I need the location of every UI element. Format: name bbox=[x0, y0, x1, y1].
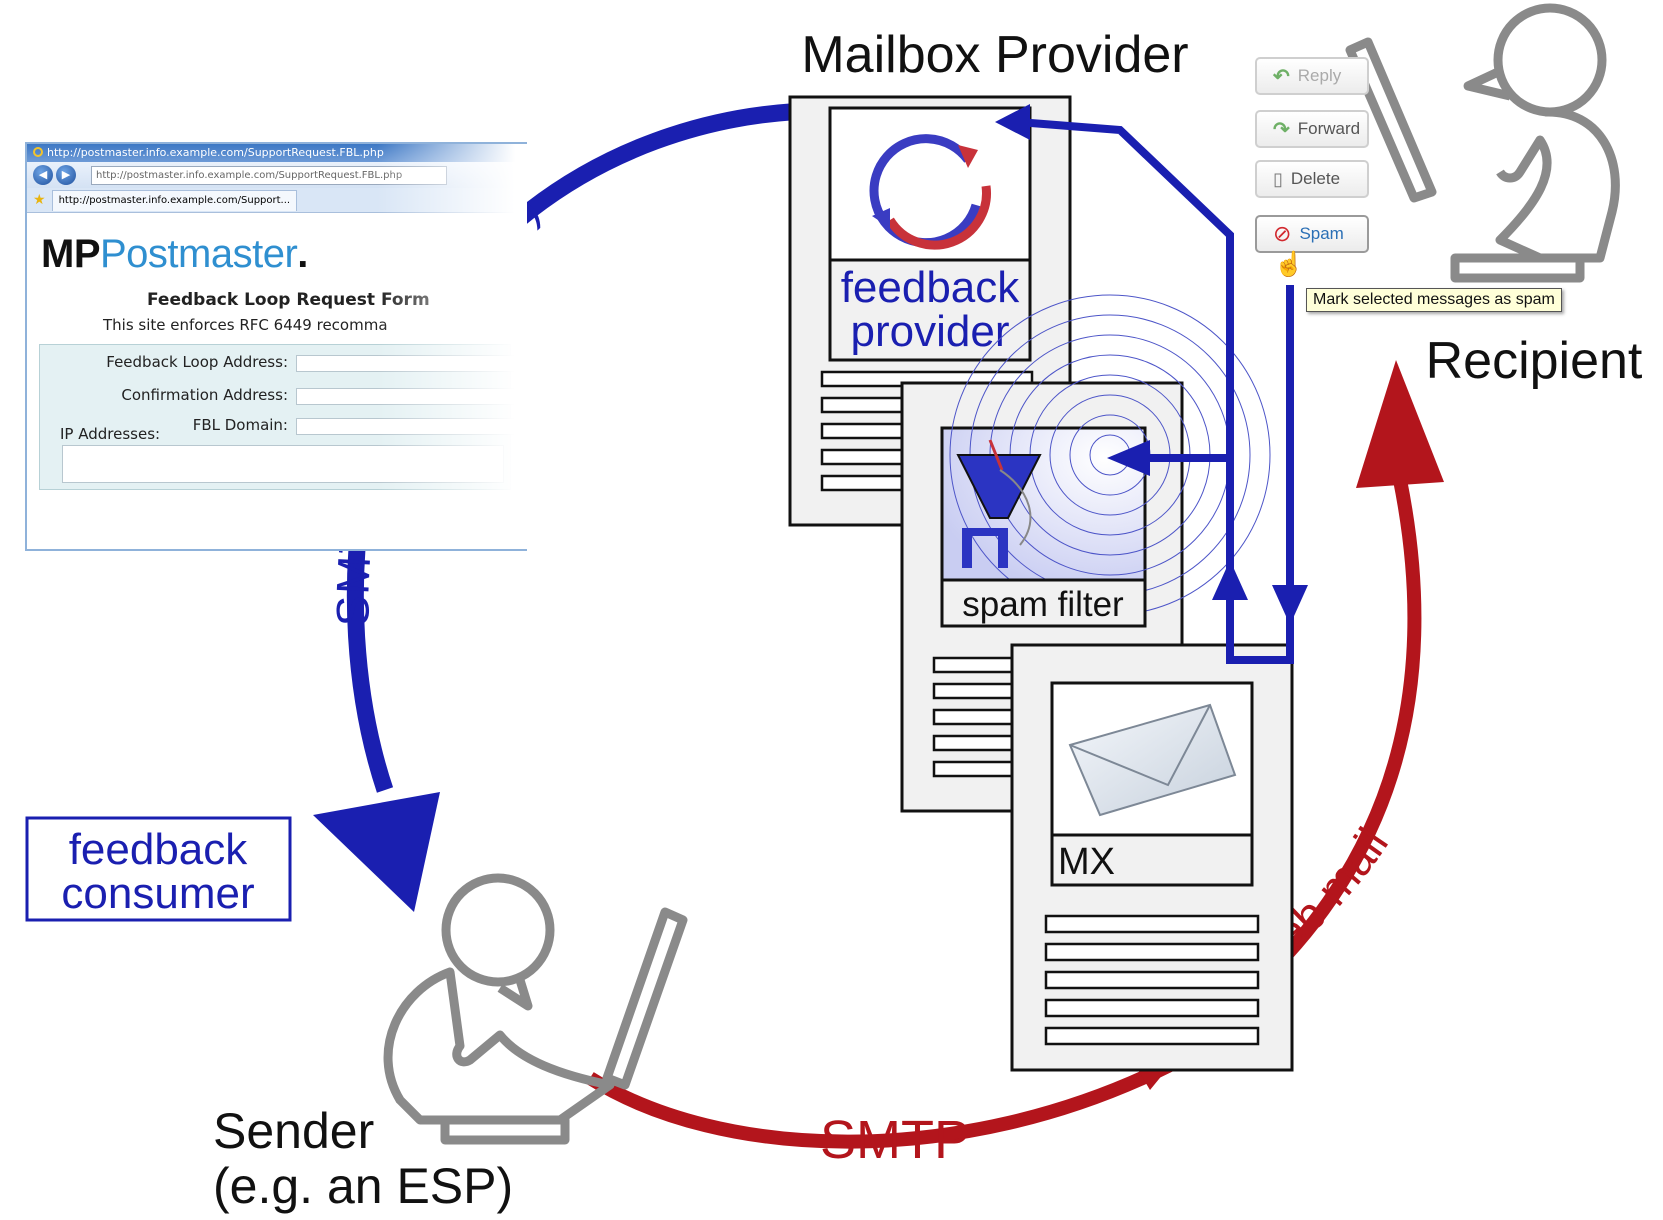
mx-server: MX bbox=[1010, 643, 1294, 1072]
confirmation-address-label: Confirmation Address: bbox=[121, 386, 288, 404]
flow-arrowhead-spamfilter bbox=[1107, 440, 1150, 476]
flow-arrowhead-down bbox=[1272, 585, 1308, 625]
recipient-figure bbox=[1345, 3, 1620, 283]
feedback-loop-address-label: Feedback Loop Address: bbox=[106, 353, 288, 371]
reply-button[interactable]: ↶ Reply bbox=[1255, 57, 1369, 95]
hand-cursor-icon: ☝ bbox=[1274, 251, 1304, 278]
feedback-provider-label-2: provider bbox=[851, 307, 1010, 356]
url-field[interactable]: http://postmaster.info.example.com/Suppo… bbox=[91, 165, 447, 185]
form-title: Feedback Loop Request Form bbox=[147, 290, 430, 310]
forward-button[interactable]: ↷ Forward bbox=[1255, 110, 1369, 148]
form-panel: Feedback Loop Address: Confirmation Addr… bbox=[39, 344, 518, 490]
spam-button[interactable]: ⊘ Spam bbox=[1255, 215, 1369, 253]
sender-label-1: Sender bbox=[213, 1103, 374, 1159]
delete-button[interactable]: ▯ Delete bbox=[1255, 160, 1369, 198]
feedback-loop-address-input[interactable] bbox=[296, 355, 518, 372]
feedback-loop-icon bbox=[869, 134, 991, 250]
feedback-provider-label-1: feedback bbox=[841, 263, 1021, 312]
sender-label-2: (e.g. an ESP) bbox=[213, 1158, 513, 1214]
internal-flow-arrows bbox=[1017, 118, 1294, 664]
flow-arrowhead-up bbox=[1212, 560, 1248, 600]
reply-arrow-icon: ↶ bbox=[1273, 65, 1290, 88]
reply-label: Reply bbox=[1297, 66, 1342, 85]
prohibited-icon: ⊘ bbox=[1273, 221, 1292, 246]
back-arrow-icon[interactable]: ◀ bbox=[33, 165, 53, 185]
fbl-domain-input[interactable] bbox=[296, 418, 518, 435]
browser-icon bbox=[33, 147, 43, 157]
browser-tab-bar: ★ http://postmaster.info.example.com/Sup… bbox=[27, 188, 527, 213]
ip-addresses-input[interactable] bbox=[62, 445, 504, 483]
forward-arrow-icon: ↷ bbox=[1273, 118, 1290, 141]
forward-arrow-icon[interactable]: ▶ bbox=[56, 165, 76, 185]
favorites-star-icon[interactable]: ★ bbox=[33, 192, 46, 208]
trash-icon: ▯ bbox=[1273, 168, 1283, 189]
arf-arrowhead bbox=[313, 792, 440, 912]
webmail-arrowhead bbox=[1356, 360, 1444, 488]
flow-arrowhead-feedback bbox=[995, 104, 1030, 140]
browser-title-text: http://postmaster.info.example.com/Suppo… bbox=[47, 146, 384, 159]
spam-tooltip: Mark selected messages as spam bbox=[1306, 288, 1562, 312]
spam-label: Spam bbox=[1299, 224, 1344, 243]
confirmation-address-input[interactable] bbox=[296, 388, 518, 405]
recipient-label: Recipient bbox=[1426, 332, 1643, 390]
browser-title-bar: http://postmaster.info.example.com/Suppo… bbox=[27, 144, 527, 162]
mppostmaster-logo: MPPostmaster. bbox=[41, 232, 308, 276]
delete-label: Delete bbox=[1290, 169, 1341, 188]
ip-addresses-label: IP Addresses: bbox=[60, 425, 161, 443]
forward-label: Forward bbox=[1297, 119, 1361, 138]
sender-figure bbox=[383, 873, 688, 1145]
smtp-arrow-label: SMTP bbox=[820, 1110, 970, 1170]
form-subtitle: This site enforces RFC 6449 recomma bbox=[103, 316, 388, 334]
envelope-icon bbox=[1068, 703, 1237, 817]
mx-label: MX bbox=[1058, 841, 1115, 883]
spam-filter-label: spam filter bbox=[962, 585, 1124, 624]
browser-tab[interactable]: http://postmaster.info.example.com/Suppo… bbox=[51, 189, 298, 211]
webmail-arrow-arc bbox=[1235, 478, 1422, 1006]
smtp-arrow-arc bbox=[586, 1058, 1174, 1149]
feedback-consumer-box: feedback consumer bbox=[25, 816, 292, 922]
postmaster-browser-window: http://postmaster.info.example.com/Suppo… bbox=[25, 142, 527, 551]
fbl-domain-label: FBL Domain: bbox=[192, 416, 288, 434]
browser-address-bar: ◀ ▶ http://postmaster.info.example.com/S… bbox=[27, 162, 527, 188]
feedback-consumer-label-2: consumer bbox=[61, 869, 254, 918]
feedback-consumer-label-1: feedback bbox=[69, 825, 249, 874]
mailbox-provider-title: Mailbox Provider bbox=[801, 26, 1188, 84]
